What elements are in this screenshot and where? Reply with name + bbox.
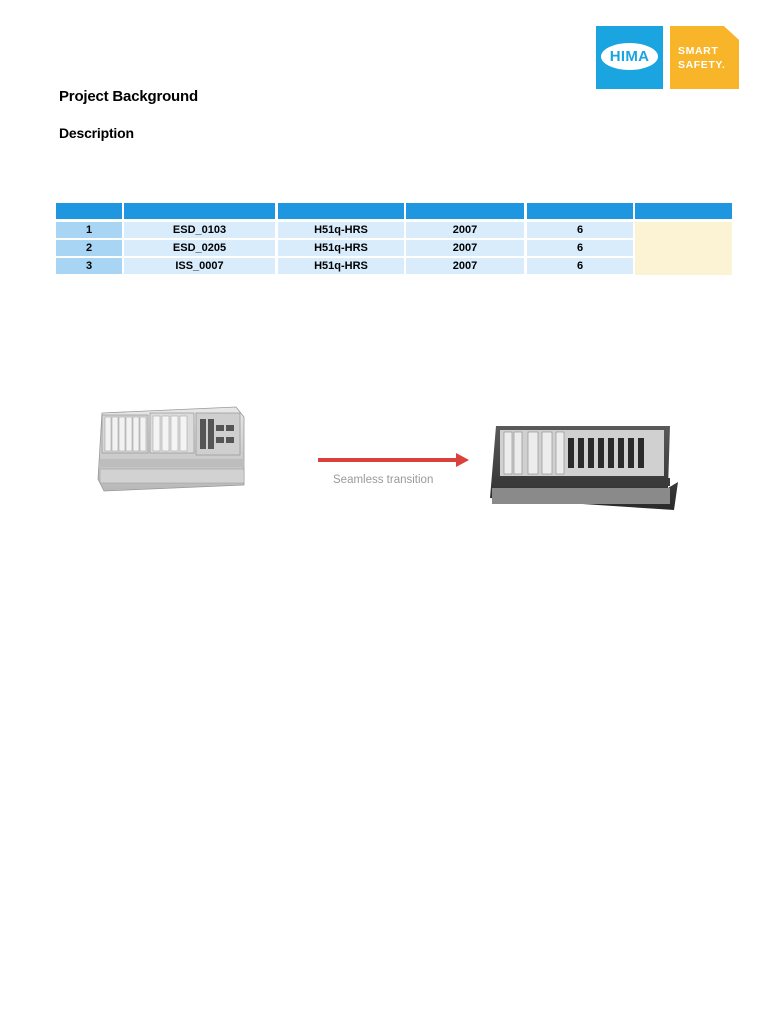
row-year: 2007 bbox=[406, 258, 524, 274]
row-system: H51q-HRS bbox=[278, 258, 404, 274]
section-heading: Description bbox=[59, 125, 134, 141]
new-controller-rack-image bbox=[490, 426, 678, 510]
page-title: Project Background bbox=[59, 88, 198, 105]
hima-logo-block: HIMA bbox=[596, 26, 663, 89]
tagline-logo-block: SMART SAFETY. bbox=[670, 26, 739, 89]
tagline-line2: SAFETY. bbox=[678, 59, 726, 71]
transition-arrow-icon bbox=[318, 453, 469, 467]
legacy-controller-rack-image bbox=[97, 406, 245, 492]
company-logo: HIMA SMART SAFETY. bbox=[596, 26, 740, 90]
tagline-text: SMART SAFETY. bbox=[678, 44, 725, 72]
hima-logo-oval: HIMA bbox=[601, 43, 658, 70]
hima-logo-text: HIMA bbox=[609, 48, 650, 65]
transition-caption: Seamless transition bbox=[333, 474, 434, 486]
header-cell bbox=[56, 203, 122, 219]
tagline-line1: SMART bbox=[678, 45, 719, 57]
row-name: ESD_0103 bbox=[124, 222, 275, 238]
row-count: 6 bbox=[527, 258, 633, 274]
row-name: ISS_0007 bbox=[124, 258, 275, 274]
header-cell bbox=[278, 203, 404, 219]
row-system: H51q-HRS bbox=[278, 240, 404, 256]
row-year: 2007 bbox=[406, 222, 524, 238]
header-cell bbox=[527, 203, 633, 219]
row-number: 1 bbox=[56, 222, 122, 238]
header-cell bbox=[635, 203, 732, 219]
row-name: ESD_0205 bbox=[124, 240, 275, 256]
header-cell bbox=[124, 203, 275, 219]
merged-comment-cell bbox=[635, 222, 732, 275]
row-number: 2 bbox=[56, 240, 122, 256]
row-number: 3 bbox=[56, 258, 122, 274]
row-year: 2007 bbox=[406, 240, 524, 256]
row-system: H51q-HRS bbox=[278, 222, 404, 238]
row-count: 6 bbox=[527, 222, 633, 238]
row-count: 6 bbox=[527, 240, 633, 256]
header-cell bbox=[406, 203, 524, 219]
